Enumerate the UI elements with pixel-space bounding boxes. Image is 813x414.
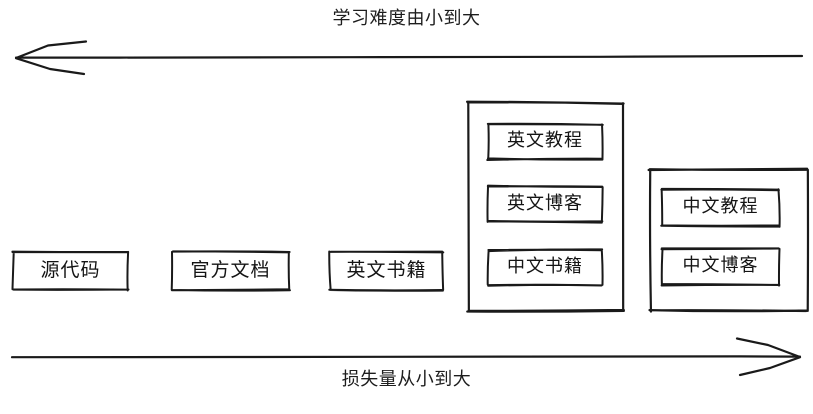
group-group-english-resources[interactable]: 英文教程英文博客中文书籍 bbox=[465, 100, 626, 313]
node-official-docs-label: 官方文档 bbox=[190, 258, 271, 281]
node-english-tutorial[interactable]: 英文教程 bbox=[486, 122, 604, 162]
node-chinese-tutorial[interactable]: 中文教程 bbox=[660, 187, 781, 228]
node-english-tutorial-label: 英文教程 bbox=[507, 129, 583, 151]
node-english-blog[interactable]: 英文博客 bbox=[486, 184, 604, 224]
node-english-blog-label: 英文博客 bbox=[507, 192, 583, 214]
group-group-chinese-resources[interactable]: 中文教程中文博客 bbox=[647, 167, 810, 313]
node-chinese-books-label: 中文书籍 bbox=[507, 255, 583, 277]
node-english-books[interactable]: 英文书籍 bbox=[328, 250, 445, 292]
node-chinese-blog-label: 中文博客 bbox=[682, 255, 759, 276]
top-axis-arrow bbox=[14, 40, 804, 76]
node-source-code-label: 源代码 bbox=[40, 258, 101, 281]
node-chinese-books[interactable]: 中文书籍 bbox=[486, 248, 604, 287]
node-source-code[interactable]: 源代码 bbox=[11, 250, 130, 292]
node-chinese-tutorial-label: 中文教程 bbox=[682, 196, 759, 217]
top-axis-label: 学习难度由小到大 bbox=[332, 8, 481, 29]
bottom-axis-label: 损失量从小到大 bbox=[341, 369, 472, 390]
bottom-axis-arrow bbox=[10, 337, 802, 377]
node-official-docs[interactable]: 官方文档 bbox=[170, 250, 291, 292]
node-english-books-label: 英文书籍 bbox=[346, 258, 427, 281]
node-chinese-blog[interactable]: 中文博客 bbox=[660, 247, 781, 287]
